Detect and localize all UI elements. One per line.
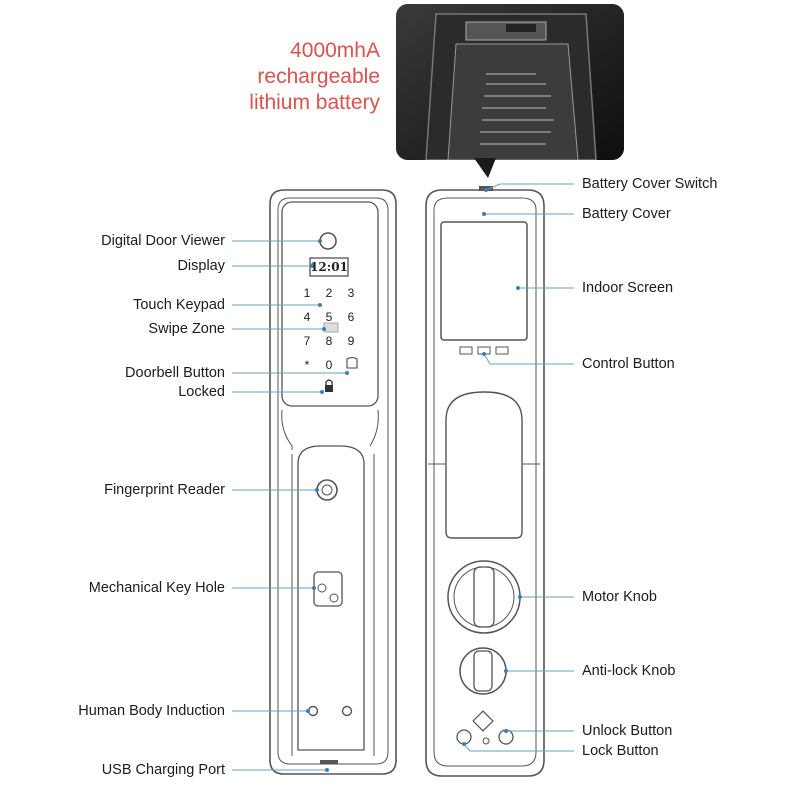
label-unlock-button: Unlock Button xyxy=(582,723,673,739)
left-leader-lines xyxy=(232,240,347,771)
label-battery-cover-switch: Battery Cover Switch xyxy=(582,176,718,192)
label-motor-knob: Motor Knob xyxy=(582,589,657,605)
motor-knob-shape xyxy=(447,560,521,634)
display-clock: 12:01 xyxy=(310,260,348,274)
key-5[interactable]: 5 xyxy=(326,310,333,324)
front-panel xyxy=(269,189,397,775)
label-display: Display xyxy=(177,258,225,274)
key-7[interactable]: 7 xyxy=(304,334,311,348)
key-3[interactable]: 3 xyxy=(348,286,355,300)
label-control-button: Control Button xyxy=(582,356,675,372)
locked-indicator xyxy=(325,379,333,392)
label-indoor-screen: Indoor Screen xyxy=(582,280,674,296)
key-4[interactable]: 4 xyxy=(304,310,311,324)
left-leader-dots xyxy=(306,239,349,772)
label-doorbell-button: Doorbell Button xyxy=(125,365,225,381)
swipe-zone-shape xyxy=(323,322,339,333)
label-lock-button: Lock Button xyxy=(582,743,659,759)
door-viewer-lens xyxy=(319,232,337,250)
inner-handle xyxy=(445,391,523,539)
display-frame xyxy=(309,257,349,277)
key-1[interactable]: 1 xyxy=(304,286,311,300)
key-2[interactable]: 2 xyxy=(326,286,333,300)
key-9[interactable]: 9 xyxy=(348,334,355,348)
battery-callout: 4000mhA rechargeable lithium battery xyxy=(200,38,380,116)
key-8[interactable]: 8 xyxy=(326,334,333,348)
battery-photo xyxy=(396,4,624,160)
key-6[interactable]: 6 xyxy=(348,310,355,324)
label-anti-lock-knob: Anti-lock Knob xyxy=(582,663,676,679)
fingerprint-sensor xyxy=(316,479,338,501)
right-leader-lines xyxy=(463,183,574,752)
label-fingerprint-reader: Fingerprint Reader xyxy=(104,482,225,498)
battery-callout-line2: rechargeable xyxy=(257,65,380,88)
usb-port-shape xyxy=(320,760,338,764)
indoor-screen-shape xyxy=(440,221,528,341)
label-human-body-induction: Human Body Induction xyxy=(78,703,225,719)
key-star[interactable]: * xyxy=(305,358,310,372)
anti-lock-knob-shape xyxy=(459,647,507,695)
label-locked: Locked xyxy=(178,384,225,400)
battery-photo-art xyxy=(396,4,624,160)
battery-callout-line3: lithium battery xyxy=(249,91,380,114)
label-battery-cover: Battery Cover xyxy=(582,206,671,222)
keypad[interactable]: 1 2 3 4 5 6 7 8 9 * 0 xyxy=(304,286,355,372)
label-digital-door-viewer: Digital Door Viewer xyxy=(101,233,225,249)
label-touch-keypad: Touch Keypad xyxy=(133,297,225,313)
doorbell-glyph xyxy=(346,356,358,369)
label-swipe-zone: Swipe Zone xyxy=(148,321,225,337)
label-mechanical-key-hole: Mechanical Key Hole xyxy=(88,580,225,596)
right-leader-dots xyxy=(462,188,522,746)
label-usb-charging-port: USB Charging Port xyxy=(101,762,225,778)
key-0[interactable]: 0 xyxy=(326,358,333,372)
battery-callout-line1: 4000mhA xyxy=(290,39,380,62)
back-panel xyxy=(425,186,545,777)
